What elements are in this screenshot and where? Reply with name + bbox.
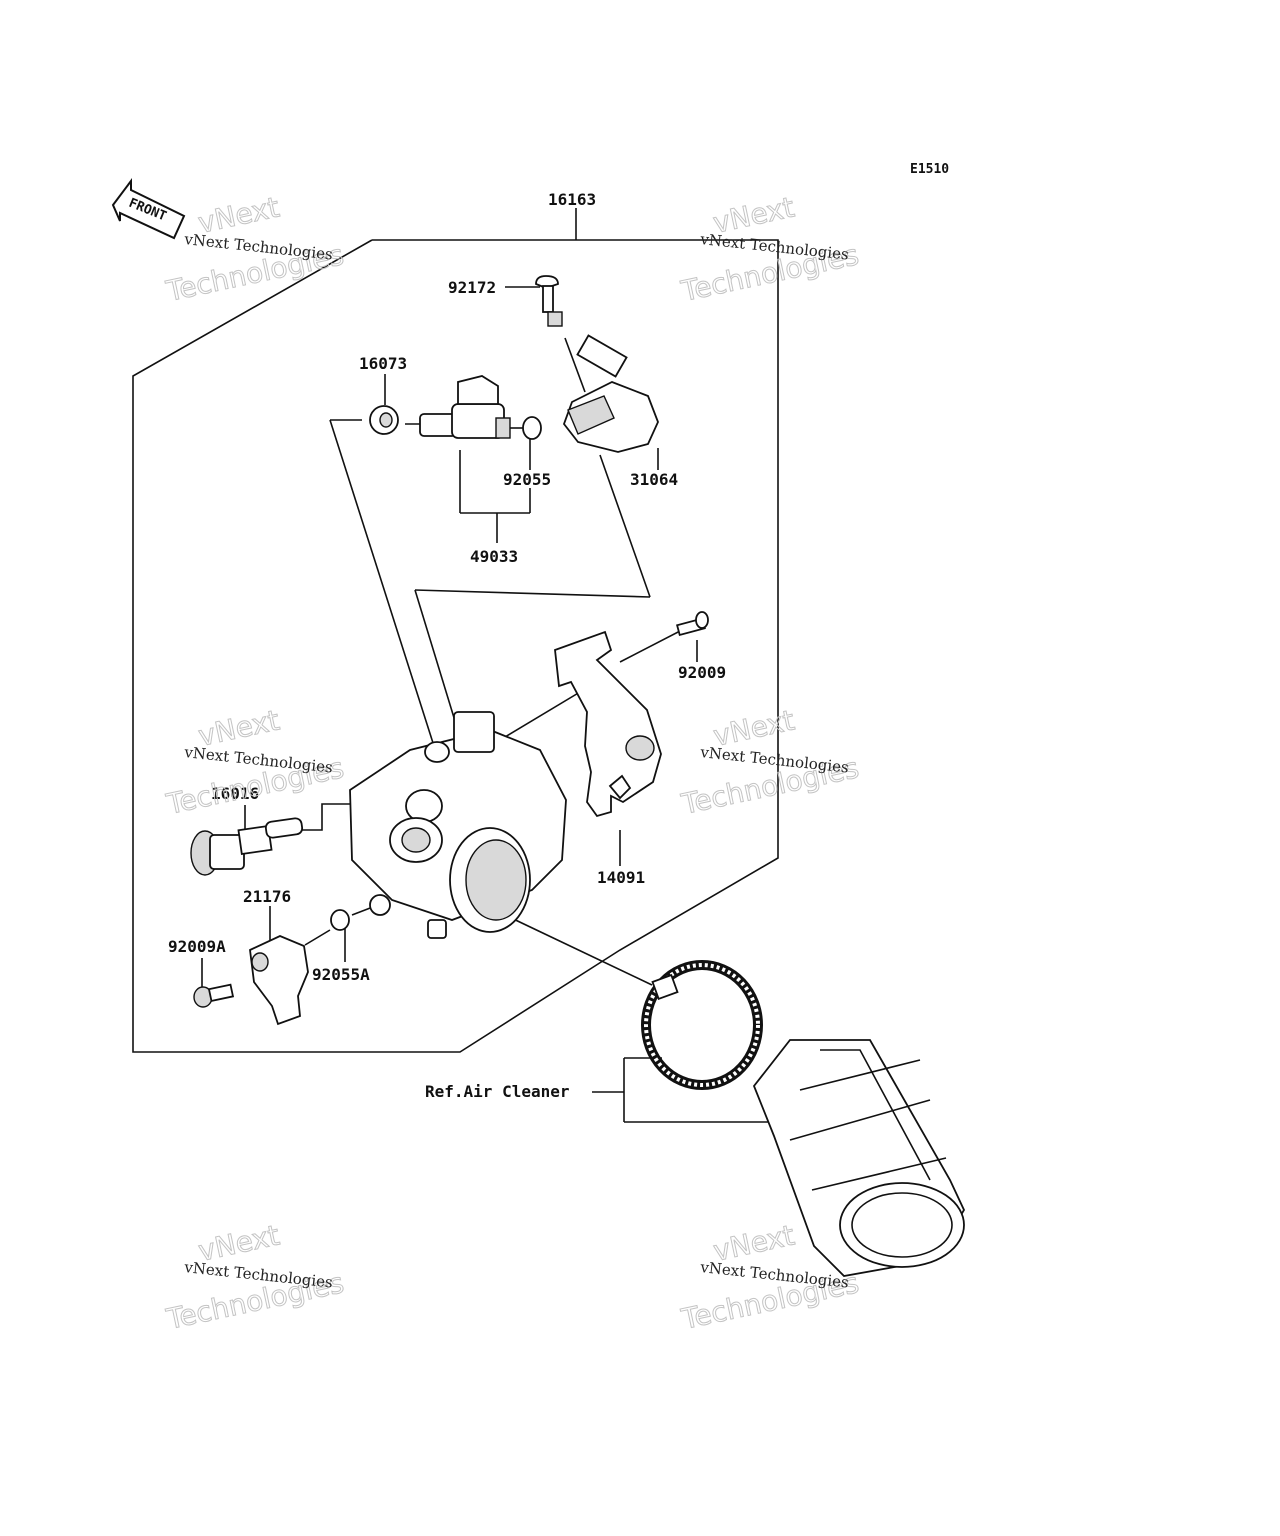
o-ring-92055-icon <box>522 416 542 440</box>
label-49033: 49033 <box>470 547 518 566</box>
air-cleaner-boot-icon <box>752 1039 966 1277</box>
sensor-31064-icon <box>562 334 659 453</box>
label-92055A: 92055A <box>312 965 370 984</box>
screw-92009-icon <box>676 611 709 637</box>
label-ref-air-cleaner: Ref.Air Cleaner <box>425 1082 570 1101</box>
label-92009A: 92009A <box>168 937 226 956</box>
diagram-code: E1510 <box>910 162 949 177</box>
label-14091: 14091 <box>597 868 645 887</box>
label-92055: 92055 <box>503 470 551 489</box>
label-16016: 16016 <box>211 784 259 803</box>
seal-16073-icon <box>369 405 399 435</box>
o-ring-92055A-icon <box>330 909 350 931</box>
bolt-92009A-icon <box>193 983 235 1008</box>
label-21176: 21176 <box>243 887 291 906</box>
cover-14091-icon <box>554 630 662 818</box>
label-31064: 31064 <box>630 470 678 489</box>
hose-clamp-icon <box>641 960 763 1090</box>
sensor-21176-icon <box>249 935 309 1026</box>
throttle-body-icon <box>349 711 567 939</box>
label-16073: 16073 <box>359 354 407 373</box>
injector-49033-icon <box>419 375 511 439</box>
label-92172: 92172 <box>448 278 496 297</box>
label-16163: 16163 <box>548 190 596 209</box>
assembly-frame <box>132 239 779 1053</box>
label-92009: 92009 <box>678 663 726 682</box>
sensor-16016-icon <box>190 817 304 876</box>
screw-92172-icon <box>535 275 563 327</box>
front-arrow-icon: FRONT <box>111 178 186 240</box>
